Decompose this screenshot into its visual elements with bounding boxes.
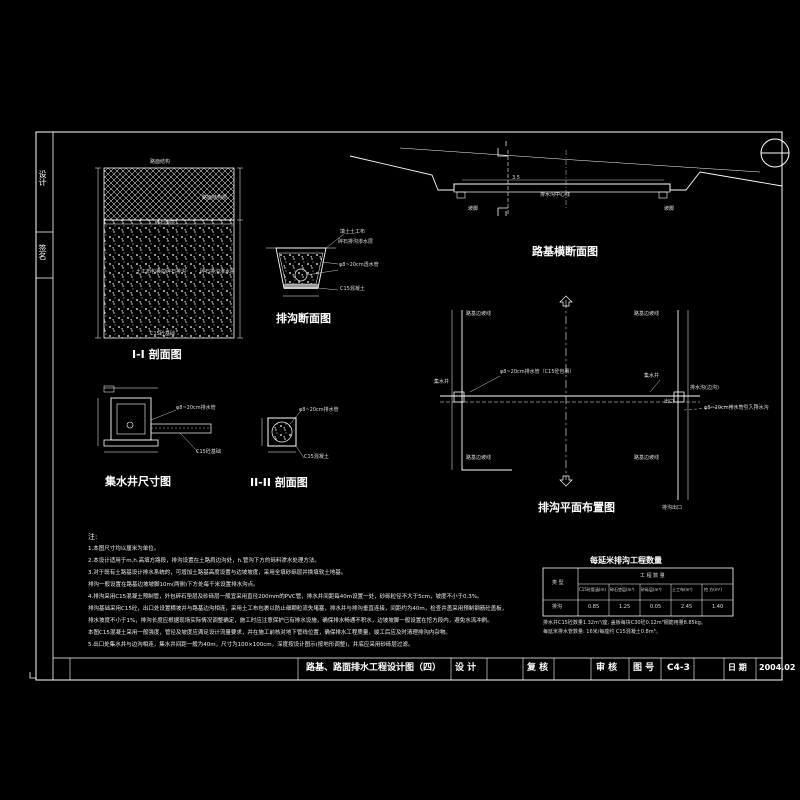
approve-label: 审 核 [596, 663, 618, 673]
date-value: 2004.02 [759, 663, 796, 672]
section2-label-1: φ8~20cm排水管 [299, 407, 339, 413]
note-line: 3.对于既有土路基设计排水系统的，可增加土路基高度设置与边坡坡度，采用全填砂砾层… [88, 570, 347, 576]
quantities-val-4: 2.45 [681, 604, 693, 610]
note-line: 2.本设计适用于m,h.高填方路段，排沟设置在土路肩边沟处，h.管沟下方的砾料渗… [88, 558, 320, 564]
design-label: 设 计 [455, 663, 477, 673]
corner-mark [29, 672, 36, 679]
quantities-col-1: C15砼管涵(m) [579, 587, 606, 592]
note-line: 4.排沟采用C15混凝土预制管，外包碎石垫层及砂砾层一般宜采用直径200mm的P… [88, 594, 483, 600]
plan-label-bottom-outlet: 排沟出口 [662, 505, 683, 511]
ditch-section-drawing [266, 233, 345, 297]
note-line: 1.本图尺寸均以厘米为单位。 [88, 546, 160, 552]
drawing-no-label: 图 号 [633, 663, 655, 673]
plan-label-far-right: φ8~20cm排水管引入排水沟 [704, 405, 769, 411]
notes-lines: 1.本图尺寸均以厘米为单位。 2.本设计适用于m,h.高填方路段，排沟设置在土路肩… [88, 544, 533, 648]
ditch-label-2: 碎石排沟渗水层 [338, 239, 374, 245]
ditch-plan-title: 排沟平面布置图 [538, 501, 615, 514]
note-line: 5.出口处集水井与边沟相连，集水井间距一般为40m，尺寸为100×100cm，深… [88, 642, 414, 648]
quantities-title: 每延米排沟工程数量 [590, 556, 662, 565]
note-line: 排水坡度不小于1%，排沟长度应根据现场实际情况调整确定，施工时应注意保护已有排水… [88, 618, 493, 624]
date-label: 日 期 [728, 663, 747, 672]
ditch-label-1: 填土土工布 [340, 229, 366, 235]
section1-label-mid: 碎石垫层 [155, 220, 176, 226]
plan-label-bottom-left: 路基边坡线 [466, 455, 492, 461]
plan-label-center-pipe: φ8~20cm排水管（C15砼包裹） [500, 369, 575, 375]
road-cross-section-drawing [349, 147, 783, 216]
section1-label-body: 土工布包裹的碎石排沟 [136, 269, 187, 275]
plan-label-left-top: 路基边坡线 [466, 311, 492, 317]
inner-border [52, 131, 783, 681]
section-cut-mark-bottom: I [505, 210, 508, 218]
cross-label-dim: 3.5 [512, 175, 520, 181]
note-line: 排沟一般设置在路基边坡坡脚10m(两侧)下方处每千米设置排水沟点。 [88, 582, 259, 588]
quantities-val-5: 1.40 [712, 604, 724, 610]
plan-label-right-mid: 集水井 [644, 373, 660, 379]
section1-label-top: 路面结构 [150, 159, 171, 165]
section2-label-2: C15混凝土 [304, 454, 329, 460]
side-stamp-signature: 签名 [38, 244, 47, 260]
quantities-header-group: 工 程 数 量 [640, 573, 665, 579]
well-size-drawing [97, 385, 212, 453]
quantities-row-label: 排沟 [552, 604, 563, 610]
quantities-col-4: 土工布(m²) [672, 587, 693, 592]
drawing-title: 路基、路面排水工程设计图（四） [306, 663, 442, 673]
ditch-plan-drawing [440, 295, 761, 500]
road-cross-section-title: 路基横断面图 [532, 245, 598, 258]
quantities-footnote-2: 每延米排水管数量: 16米/每座约 C15混凝土0.8m³。 [543, 629, 661, 635]
ditch-label-4: C15混凝土 [340, 286, 365, 292]
plan-label-right-top: 路基边坡线 [634, 311, 660, 317]
quantities-val-2: 1.25 [619, 604, 631, 610]
notes-heading: 注: [88, 533, 98, 541]
section-1-drawing [95, 167, 243, 339]
quantities-col-3: 砂砾层(m³) [641, 587, 662, 592]
quantities-header-type: 类 型 [552, 580, 564, 586]
note-line: 本图C15混凝土采用一般强度，管径及坡度应满足设计流量要求，并在施工前核对地下管… [88, 630, 451, 636]
review-label: 复 核 [527, 663, 549, 673]
section1-label-right-1: 路面结构层 [202, 195, 228, 201]
section-cut-mark-top: I [505, 140, 508, 148]
quantities-col-2: 碎石垫层(m³) [610, 587, 635, 592]
quantities-footnote-1: 排水井C15砼数量1.32m³/座, 盖板每块C30砼0.12m³钢筋用量8.8… [543, 620, 706, 626]
quantities-col-5: 挖 方(m³) [704, 587, 722, 592]
ditch-label-3: φ8~20cm透水管 [339, 262, 379, 268]
section1-label-right-2: 碎石排沟渗水层 [200, 269, 236, 275]
drawing-no: C4-3 [667, 663, 690, 673]
cross-label-right: 坡脚 [664, 206, 675, 212]
quantities-val-3: 0.05 [650, 604, 662, 610]
north-symbol [760, 138, 790, 168]
quantities-table-grid [542, 567, 734, 617]
plan-label-outlet: 出口 [664, 399, 675, 405]
side-stamp-design: 设计 [38, 170, 47, 186]
plan-label-right-side: 排水沟(边沟) [690, 385, 719, 391]
plan-label-bottom-right: 路基边坡线 [634, 455, 660, 461]
section-1-title: I-I 剖面图 [132, 348, 182, 361]
ditch-section-title: 排沟断面图 [276, 312, 331, 325]
cross-label-center: 排水沟中心线 [540, 192, 571, 198]
notes-block: 注: 1.本图尺寸均以厘米为单位。 2.本设计适用于m,h.高填方路段，排沟设置在… [88, 534, 533, 652]
plan-label-left-mid: 集水井 [434, 379, 450, 385]
well-label-1: φ8~20cm排水管 [176, 405, 216, 411]
section-2-title: II-II 剖面图 [250, 476, 308, 489]
note-line: 排沟基础采用C15砼，出口处设置横坡并与路基边沟相连，采用土工布包裹以防止细颗粒… [88, 606, 508, 612]
title-block [53, 657, 782, 680]
well-label-2: C15砼基础 [196, 449, 221, 455]
quantities-val-1: 0.85 [588, 604, 600, 610]
section-2-drawing [261, 411, 305, 459]
cross-label-left: 坡脚 [468, 206, 479, 212]
well-size-title: 集水井尺寸图 [105, 475, 171, 488]
section1-label-bottom: C15砼基础 [150, 331, 175, 337]
